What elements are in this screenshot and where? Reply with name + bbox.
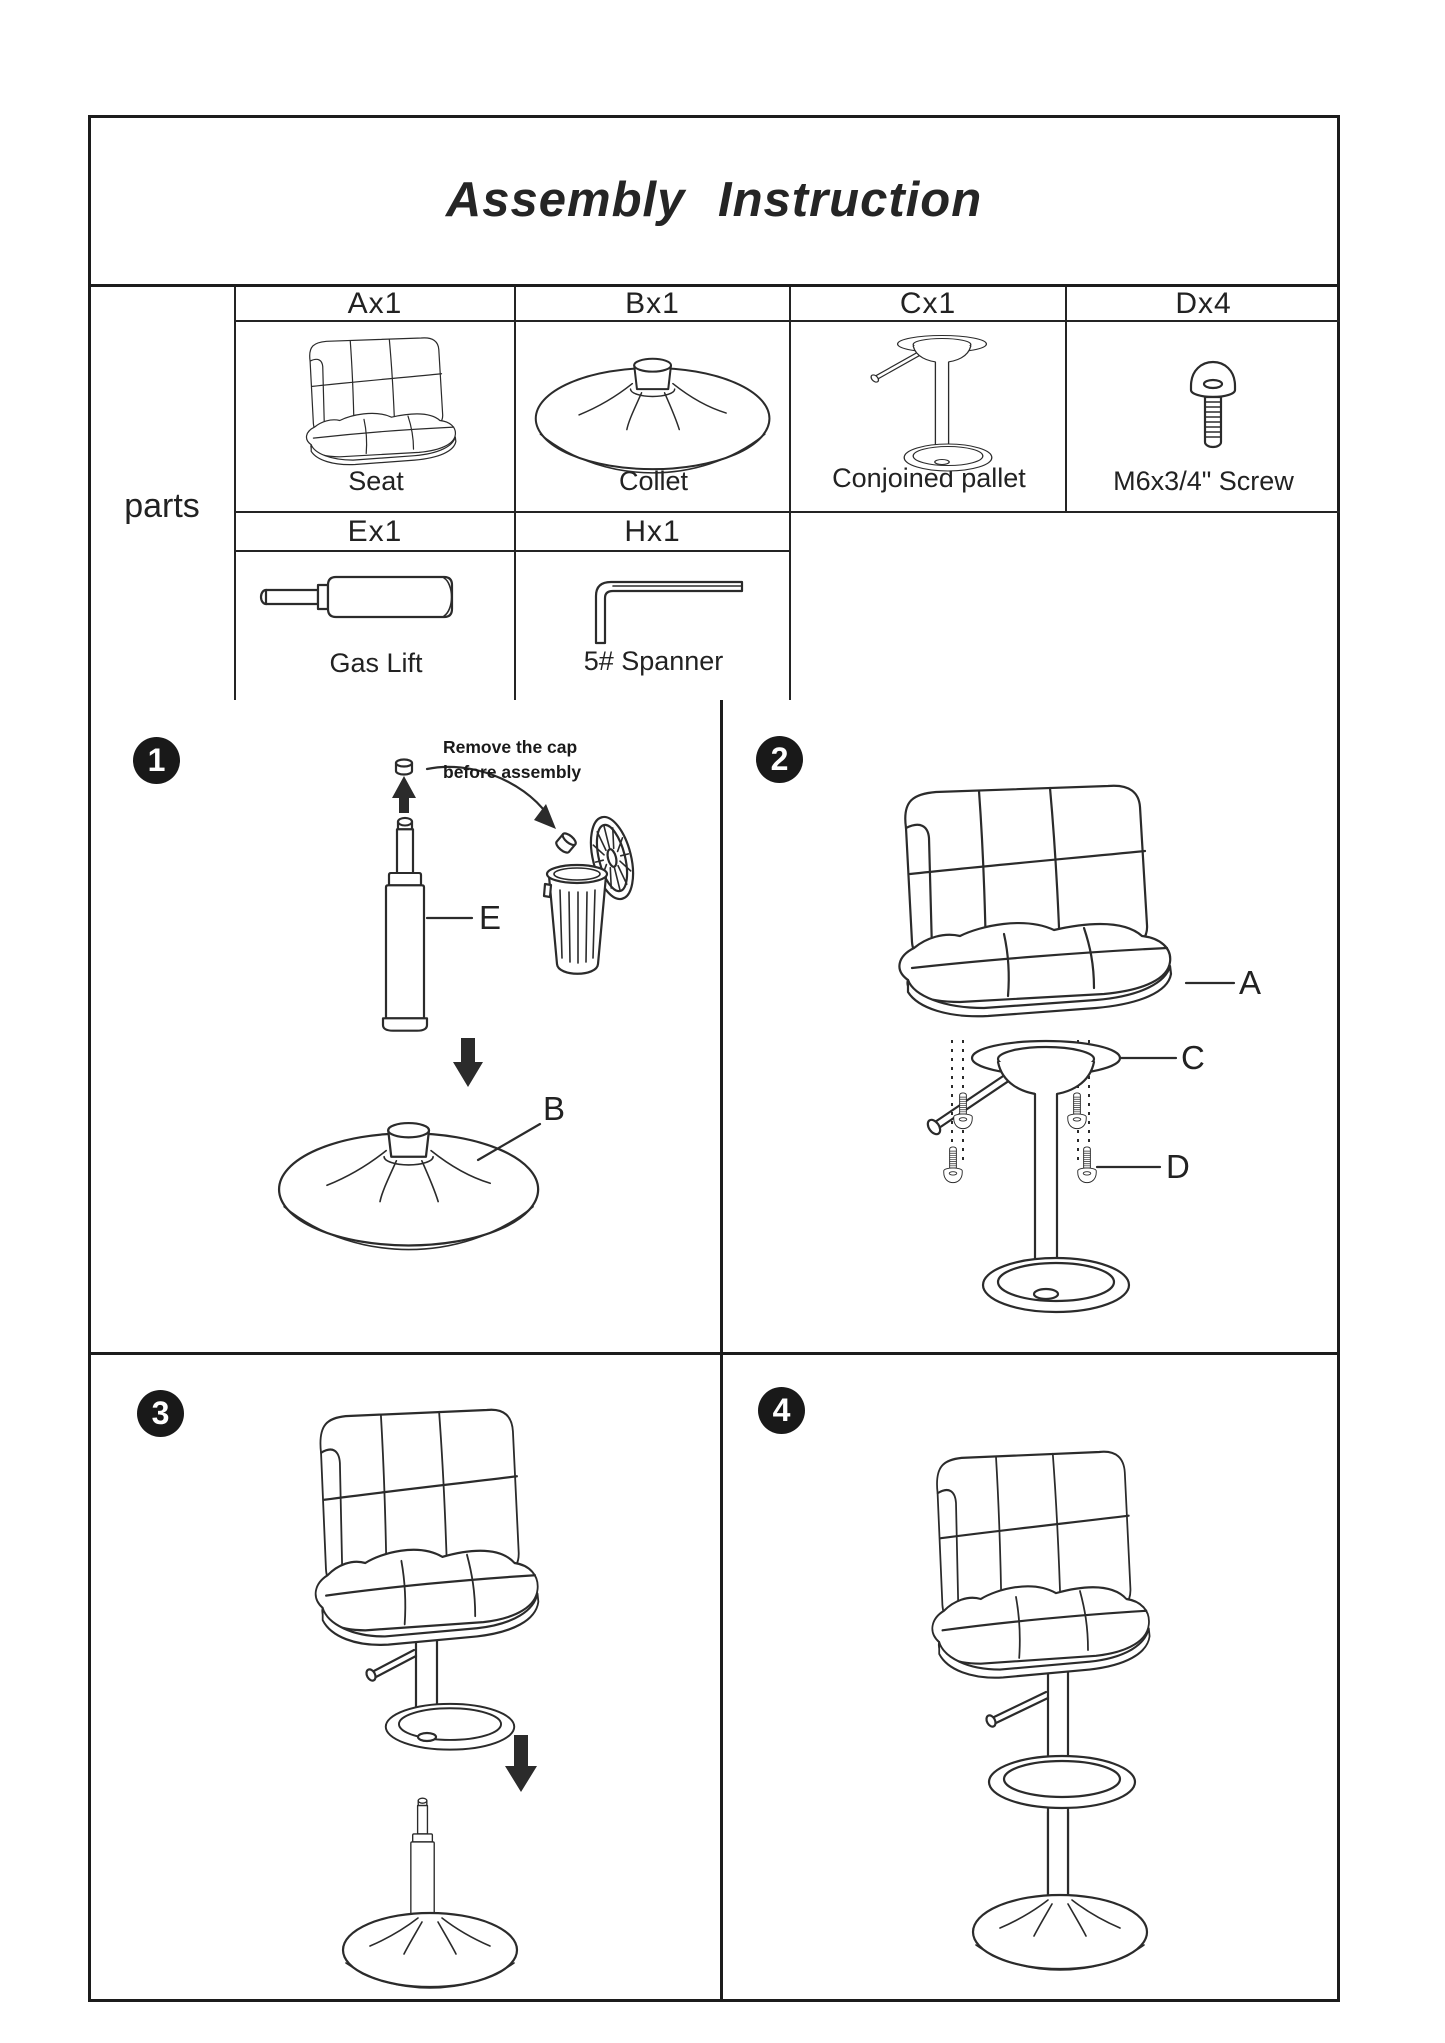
part-code-e: Ex1 bbox=[236, 513, 516, 552]
page-title: Assembly Instruction bbox=[445, 172, 983, 227]
parts-row-label: parts bbox=[124, 487, 200, 525]
label-c: C bbox=[1181, 1039, 1205, 1076]
label-e: E bbox=[479, 899, 502, 936]
step-3-panel bbox=[88, 1355, 723, 2002]
part-code-a: Ax1 bbox=[236, 287, 516, 322]
page-frame bbox=[88, 115, 1340, 2002]
part-cell-screw bbox=[1067, 322, 1340, 513]
step-1-badge: 1 bbox=[133, 737, 180, 784]
part-code-c: Cx1 bbox=[791, 287, 1067, 322]
note-line-2: before assembly bbox=[443, 762, 582, 782]
part-name-screw: M6x3/4" Screw bbox=[1113, 466, 1294, 496]
part-code-h: Hx1 bbox=[516, 513, 791, 552]
part-cell-collet bbox=[516, 322, 791, 513]
part-name-pallet: Conjoined pallet bbox=[832, 463, 1026, 493]
step-3-badge: 3 bbox=[137, 1390, 184, 1437]
step-2-panel bbox=[723, 700, 1340, 1355]
part-code-b: Bx1 bbox=[516, 287, 791, 322]
part-name-gaslift: Gas Lift bbox=[329, 648, 423, 678]
label-d: D bbox=[1166, 1148, 1190, 1185]
label-a: A bbox=[1239, 964, 1262, 1001]
part-cell-pallet bbox=[791, 322, 1067, 513]
part-cell-seat bbox=[236, 322, 516, 513]
step-4-badge: 4 bbox=[758, 1387, 805, 1434]
step-2-badge: 2 bbox=[756, 736, 803, 783]
note-line-1: Remove the cap bbox=[443, 737, 578, 757]
part-cell-spanner bbox=[516, 552, 791, 700]
step-1-panel bbox=[88, 700, 723, 1355]
note-remove-cap: Remove the cap before assembly bbox=[443, 735, 581, 785]
part-name-seat: Seat bbox=[348, 466, 404, 496]
step-4-panel bbox=[723, 1355, 1340, 2002]
title-section: Assembly Instruction bbox=[88, 115, 1340, 287]
part-name-spanner: 5# Spanner bbox=[583, 646, 724, 676]
label-b: B bbox=[543, 1090, 566, 1127]
parts-label-cell bbox=[88, 287, 236, 700]
part-name-collet: Collet bbox=[618, 466, 689, 496]
part-cell-gaslift bbox=[236, 552, 516, 700]
part-code-d: Dx4 bbox=[1067, 287, 1340, 322]
